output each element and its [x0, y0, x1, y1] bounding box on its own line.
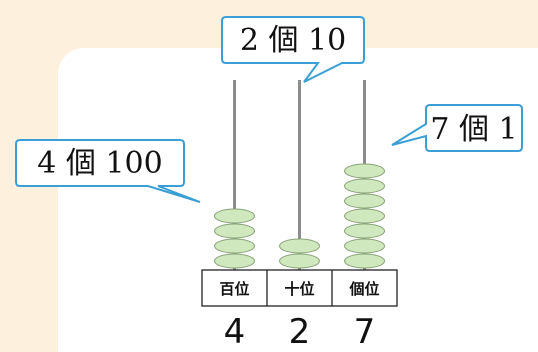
callout-tens-text: 2 個 10 — [240, 23, 346, 58]
abacus-bead-ones — [344, 208, 385, 224]
place-label-hundreds: 百位 — [219, 280, 249, 298]
abacus-bead-ones — [344, 193, 385, 209]
callout-tens: 2 個 10 — [221, 16, 365, 83]
callout-ones-text: 7 個 1 — [430, 112, 517, 147]
callout-hundreds-text: 4 個 100 — [37, 146, 162, 181]
place-value-table: 百位 十位 個位 — [201, 269, 398, 307]
abacus-bead-hundreds — [214, 208, 255, 224]
callout-bubble — [221, 16, 365, 83]
abacus-bead-hundreds — [214, 223, 255, 239]
callout-bubble — [15, 139, 201, 203]
callout-ones: 7 個 1 — [391, 104, 523, 152]
callout-hundreds: 4 個 100 — [15, 139, 201, 203]
place-table-frame — [201, 269, 398, 307]
abacus-bead-tens — [279, 238, 320, 254]
place-label-ones: 個位 — [348, 280, 379, 298]
abacus-bead-hundreds — [214, 253, 255, 269]
abacus-bead-ones — [344, 178, 385, 194]
digit-ones: 7 — [354, 312, 376, 352]
abacus-bead-ones — [344, 223, 385, 239]
abacus-bead-ones — [344, 253, 385, 269]
abacus-bead-tens — [279, 253, 320, 269]
digit-hundreds: 4 — [224, 312, 246, 352]
abacus-bead-hundreds — [214, 238, 255, 254]
abacus-beads — [214, 163, 385, 269]
place-label-tens: 十位 — [284, 280, 314, 298]
abacus-bead-ones — [344, 238, 385, 254]
callout-bubble — [391, 104, 523, 152]
abacus-bead-ones — [344, 163, 385, 179]
digit-tens: 2 — [289, 312, 311, 352]
